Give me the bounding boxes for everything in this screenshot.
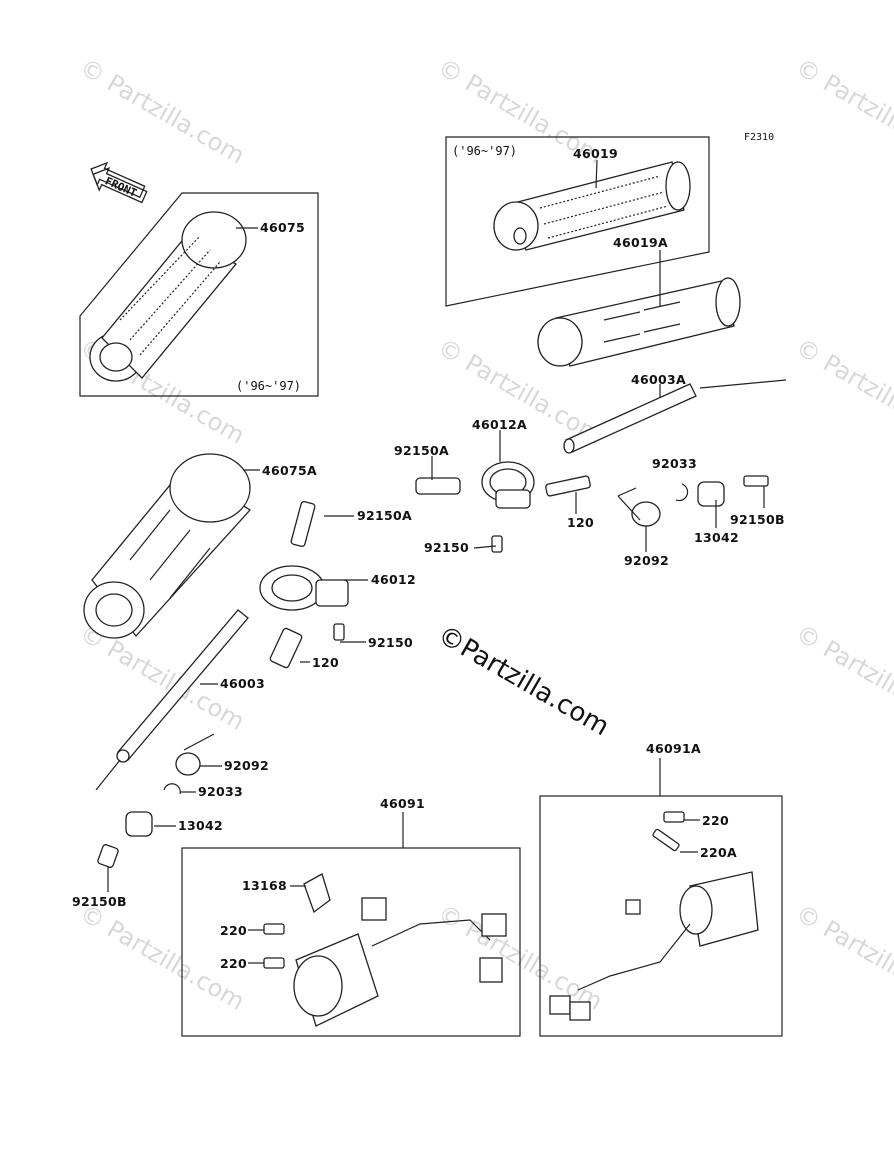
watermark: © Partzilla.com bbox=[791, 899, 894, 1016]
center-watermark: © Partzilla.com bbox=[433, 620, 615, 742]
leader-lines bbox=[107, 159, 765, 964]
figure-code: F2310 bbox=[744, 132, 774, 143]
right-grip-box: ('96~'97) bbox=[445, 136, 710, 307]
part-label: 92150B bbox=[72, 894, 127, 909]
grip-46075A-drawing bbox=[83, 453, 251, 639]
left-grip-note: ('96~'97) bbox=[236, 379, 301, 393]
part-label: 46075A bbox=[262, 463, 317, 478]
part-label: 46019A bbox=[613, 235, 668, 250]
clamp-46012A-drawing bbox=[481, 461, 535, 509]
part-label: 120 bbox=[312, 655, 339, 670]
part-label: 220 bbox=[220, 956, 247, 971]
right-grip-note: ('96~'97) bbox=[452, 144, 517, 158]
part-label: 46075 bbox=[260, 220, 305, 235]
switch-46091A-drawing bbox=[549, 871, 759, 1021]
part-label: 92033 bbox=[198, 784, 243, 799]
part-label: 92150A bbox=[357, 508, 412, 523]
grip-46019A-drawing bbox=[537, 277, 741, 367]
part-label: 92150 bbox=[424, 540, 469, 555]
grip-46019-drawing bbox=[493, 161, 691, 251]
watermark: © Partzilla.com bbox=[791, 619, 894, 736]
grip-46075-drawing bbox=[89, 211, 247, 382]
watermark: © Partzilla.com bbox=[75, 53, 249, 170]
bar-46003A-drawing bbox=[563, 379, 787, 454]
part-label: 46091 bbox=[380, 796, 425, 811]
part-label: 13168 bbox=[242, 878, 287, 893]
part-label: 46091A bbox=[646, 741, 701, 756]
part-label: 220A bbox=[700, 845, 737, 860]
front-arrow: FRONT bbox=[90, 161, 148, 204]
part-label: 92033 bbox=[652, 456, 697, 471]
part-label: 13042 bbox=[178, 818, 223, 833]
bar-46003-drawing bbox=[95, 609, 249, 791]
center-watermark-text: Partzilla.com bbox=[455, 633, 614, 742]
part-label: 46012A bbox=[472, 417, 527, 432]
watermark: © Partzilla.com bbox=[791, 53, 894, 170]
part-label: 92092 bbox=[624, 553, 669, 568]
part-label: 46012 bbox=[371, 572, 416, 587]
part-label: 46019 bbox=[573, 146, 618, 161]
part-label: 92150 bbox=[368, 635, 413, 650]
part-label: 46003A bbox=[631, 372, 686, 387]
part-label: 220 bbox=[702, 813, 729, 828]
switch-46091A-box bbox=[539, 795, 783, 1037]
part-label: 92150A bbox=[394, 443, 449, 458]
left-grip-box: ('96~'97) bbox=[79, 192, 319, 397]
small-parts-drawing bbox=[97, 475, 769, 969]
part-label: 13042 bbox=[694, 530, 739, 545]
clamp-46012-drawing bbox=[259, 565, 349, 611]
part-labels: 46075 46019 46019A 46003A 46012A 92150A … bbox=[72, 146, 785, 971]
part-label: 92092 bbox=[224, 758, 269, 773]
part-label: 92150B bbox=[730, 512, 785, 527]
watermark: © Partzilla.com bbox=[791, 333, 894, 450]
switch-46091-box bbox=[181, 847, 521, 1037]
part-label: 120 bbox=[567, 515, 594, 530]
switch-46091-drawing bbox=[293, 897, 507, 1027]
part-label: 220 bbox=[220, 923, 247, 938]
part-label: 46003 bbox=[220, 676, 265, 691]
